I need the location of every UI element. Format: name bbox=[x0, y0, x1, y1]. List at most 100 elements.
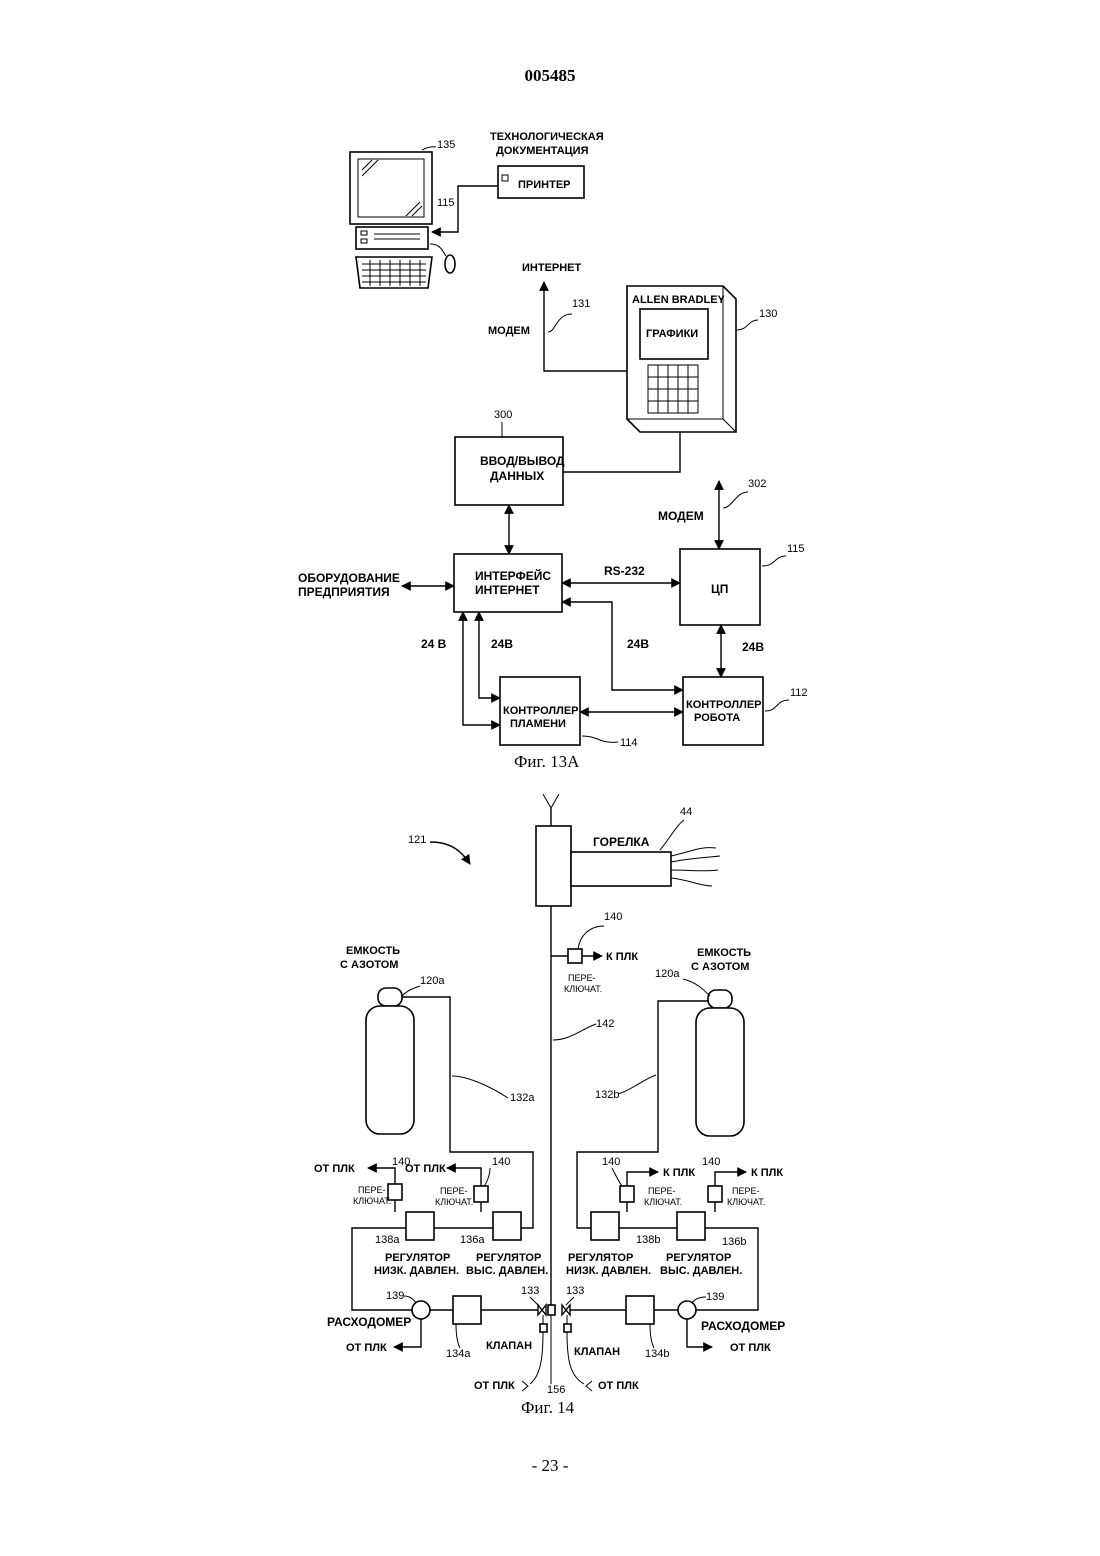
switch-r1 bbox=[620, 1186, 634, 1202]
ref-135: 135 bbox=[437, 139, 455, 151]
nitrogen-tank-left bbox=[366, 1006, 414, 1134]
burner-nozzle bbox=[571, 852, 671, 886]
v24-c-label: 24В bbox=[627, 637, 649, 651]
block-134b bbox=[626, 1296, 654, 1324]
valve-right bbox=[562, 1305, 570, 1315]
ref-140-l2: 140 bbox=[492, 1156, 510, 1168]
allen-bradley-panel bbox=[627, 286, 736, 432]
ref-142: 142 bbox=[596, 1018, 614, 1030]
tech-doc-label-line2: ДОКУМЕНТАЦИЯ bbox=[496, 145, 589, 157]
reg-high-right-line1: РЕГУЛЯТОР bbox=[666, 1252, 731, 1264]
burner-body bbox=[536, 826, 571, 906]
switch-l1-line1: ПЕРЕ- bbox=[358, 1185, 385, 1195]
ref-121: 121 bbox=[408, 834, 426, 846]
valve-right-label: КЛАПАН bbox=[574, 1346, 620, 1358]
to-plc-top: К ПЛК bbox=[606, 951, 638, 963]
ref-132a: 132a bbox=[510, 1092, 535, 1104]
from-plc-bottom-right: ОТ ПЛК bbox=[598, 1380, 639, 1392]
ref-120a-left: 120a bbox=[420, 975, 445, 987]
ref-120a-right: 120a bbox=[655, 968, 680, 980]
ref-138b: 138b bbox=[636, 1234, 660, 1246]
internet-label: ИНТЕРНЕТ bbox=[522, 262, 582, 274]
flame-label-line1: КОНТРОЛЛЕР bbox=[503, 705, 579, 717]
switch-r2-line2: КЛЮЧАТ. bbox=[727, 1197, 765, 1207]
tank-left-line1: ЕМКОСТЬ bbox=[346, 945, 400, 957]
page-number: - 23 - bbox=[0, 1456, 1100, 1476]
ref-130: 130 bbox=[759, 308, 777, 320]
ref-139-right: 139 bbox=[706, 1291, 724, 1303]
ref-156: 156 bbox=[547, 1384, 565, 1396]
switch-top-line2: КЛЮЧАТ. bbox=[564, 984, 602, 994]
reg-high-right-line2: ВЫС. ДАВЛЕН. bbox=[660, 1265, 742, 1277]
reg-low-right-line2: НИЗК. ДАВЛЕН. bbox=[566, 1265, 651, 1277]
ref-138a: 138a bbox=[375, 1234, 400, 1246]
ref-136b: 136b bbox=[722, 1236, 746, 1248]
io-label-line1: ВВОД/ВЫВОД bbox=[480, 454, 565, 468]
v24-b-label: 24В bbox=[491, 637, 513, 651]
ref-139-left: 139 bbox=[386, 1290, 404, 1302]
to-plc-r1: К ПЛК bbox=[663, 1167, 695, 1179]
ref-131: 131 bbox=[572, 298, 590, 310]
switch-r2-line1: ПЕРЕ- bbox=[732, 1186, 759, 1196]
to-plc-r2: К ПЛК bbox=[751, 1167, 783, 1179]
ref-302: 302 bbox=[748, 478, 766, 490]
switch-r1-line1: ПЕРЕ- bbox=[648, 1186, 675, 1196]
tank-left-line2: С АЗОТОМ bbox=[340, 959, 398, 971]
from-plc-bottom-left: ОТ ПЛК bbox=[474, 1380, 515, 1392]
robot-controller-box bbox=[683, 677, 763, 745]
flowmeter-left bbox=[412, 1301, 430, 1319]
reg-high-left-line2: ВЫС. ДАВЛЕН. bbox=[466, 1265, 548, 1277]
tank-right-line2: С АЗОТОМ bbox=[691, 961, 749, 973]
ref-134a: 134a bbox=[446, 1348, 471, 1360]
switch-l2-line1: ПЕРЕ- bbox=[440, 1186, 467, 1196]
ref-44: 44 bbox=[680, 806, 692, 818]
reg-low-left-line1: РЕГУЛЯТОР bbox=[385, 1252, 450, 1264]
reg-high-left bbox=[493, 1212, 521, 1240]
computer-icon bbox=[350, 152, 455, 288]
block-134a bbox=[453, 1296, 481, 1324]
reg-low-left bbox=[406, 1212, 434, 1240]
ref-112: 112 bbox=[790, 687, 808, 699]
valve-left-label: КЛАПАН bbox=[486, 1340, 532, 1352]
robot-label-line1: КОНТРОЛЛЕР bbox=[686, 699, 762, 711]
switch-l2-line2: КЛЮЧАТ. bbox=[435, 1197, 473, 1207]
reg-high-left-line1: РЕГУЛЯТОР bbox=[476, 1252, 541, 1264]
valve-left bbox=[538, 1305, 546, 1315]
reg-low-right bbox=[591, 1212, 619, 1240]
switch-l1-line2: КЛЮЧАТ. bbox=[353, 1196, 391, 1206]
from-plc-flow-left: ОТ ПЛК bbox=[346, 1342, 387, 1354]
allen-bradley-label: ALLEN BRADLEY bbox=[632, 294, 726, 306]
ref-140-l1: 140 bbox=[392, 1156, 410, 1168]
flowmeter-left-label: РАСХОДОМЕР bbox=[327, 1315, 411, 1329]
iface-label-line1: ИНТЕРФЕЙС bbox=[475, 568, 551, 583]
switch-top bbox=[568, 949, 582, 963]
printer-label: ПРИНТЕР bbox=[518, 179, 571, 191]
ref-115-computer: 115 bbox=[437, 197, 455, 209]
iface-label-line2: ИНТЕРНЕТ bbox=[475, 583, 540, 597]
enterprise-label-line2: ПРЕДПРИЯТИЯ bbox=[298, 585, 390, 599]
flowmeter-right bbox=[678, 1301, 696, 1319]
figure-14: ГОРЕЛКА 44 121 142 К ПЛК 140 ПЕРЕ- КЛЮЧА… bbox=[314, 794, 785, 1417]
ref-114: 114 bbox=[620, 737, 638, 749]
ref-134b: 134b bbox=[645, 1348, 669, 1360]
ref-133-left: 133 bbox=[521, 1285, 539, 1297]
ref-140-r1: 140 bbox=[602, 1156, 620, 1168]
from-plc-flow-right: ОТ ПЛК bbox=[730, 1342, 771, 1354]
from-plc-2: ОТ ПЛК bbox=[405, 1163, 446, 1175]
modem-label-top: МОДЕМ bbox=[488, 325, 530, 337]
modem-label-right: МОДЕМ bbox=[658, 509, 704, 523]
reg-low-right-line1: РЕГУЛЯТОР bbox=[568, 1252, 633, 1264]
v24-d-label: 24В bbox=[742, 640, 764, 654]
tech-doc-label-line1: ТЕХНОЛОГИЧЕСКАЯ bbox=[490, 131, 604, 143]
io-label-line2: ДАННЫХ bbox=[490, 469, 544, 483]
fig13a-caption: Фиг. 13А bbox=[514, 752, 580, 771]
nitrogen-tank-right bbox=[696, 1008, 744, 1136]
ref-300: 300 bbox=[494, 409, 512, 421]
switch-top-line1: ПЕРЕ- bbox=[568, 973, 595, 983]
switch-l2 bbox=[474, 1186, 488, 1202]
reg-high-right bbox=[677, 1212, 705, 1240]
ref-136a: 136a bbox=[460, 1234, 485, 1246]
tank-right-line1: ЕМКОСТЬ bbox=[697, 947, 751, 959]
ref-140-top: 140 bbox=[604, 911, 622, 923]
